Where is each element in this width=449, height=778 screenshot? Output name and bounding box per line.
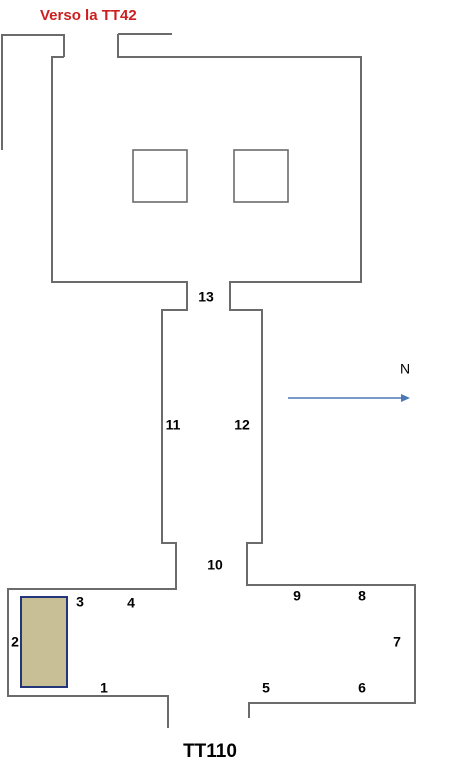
- outer-wall-fragment: [1, 34, 65, 150]
- wall-number-11: 11: [166, 417, 181, 433]
- inner-hall-wall-north: [117, 34, 416, 718]
- heading-toward-tt42: Verso la TT42: [40, 7, 137, 24]
- wall-number-5: 5: [262, 680, 270, 696]
- wall-number-7: 7: [393, 634, 401, 650]
- wall-number-1: 1: [100, 680, 108, 696]
- wall-number-3: 3: [76, 594, 84, 610]
- north-label: N: [400, 361, 410, 377]
- wall-number-4: 4: [127, 595, 135, 611]
- burial-niche: [20, 596, 68, 688]
- tomb-label: TT110: [183, 741, 237, 762]
- pillar-right: [233, 149, 289, 203]
- wall-number-13: 13: [198, 289, 214, 305]
- wall-number-12: 12: [234, 417, 250, 433]
- pillar-left: [132, 149, 188, 203]
- wall-number-10: 10: [207, 557, 223, 573]
- wall-number-8: 8: [358, 588, 366, 604]
- north-arrow: [288, 394, 410, 402]
- wall-number-9: 9: [293, 588, 301, 604]
- wall-number-2: 2: [11, 634, 19, 650]
- wall-number-6: 6: [358, 680, 366, 696]
- inner-hall-wall-south: [7, 56, 188, 728]
